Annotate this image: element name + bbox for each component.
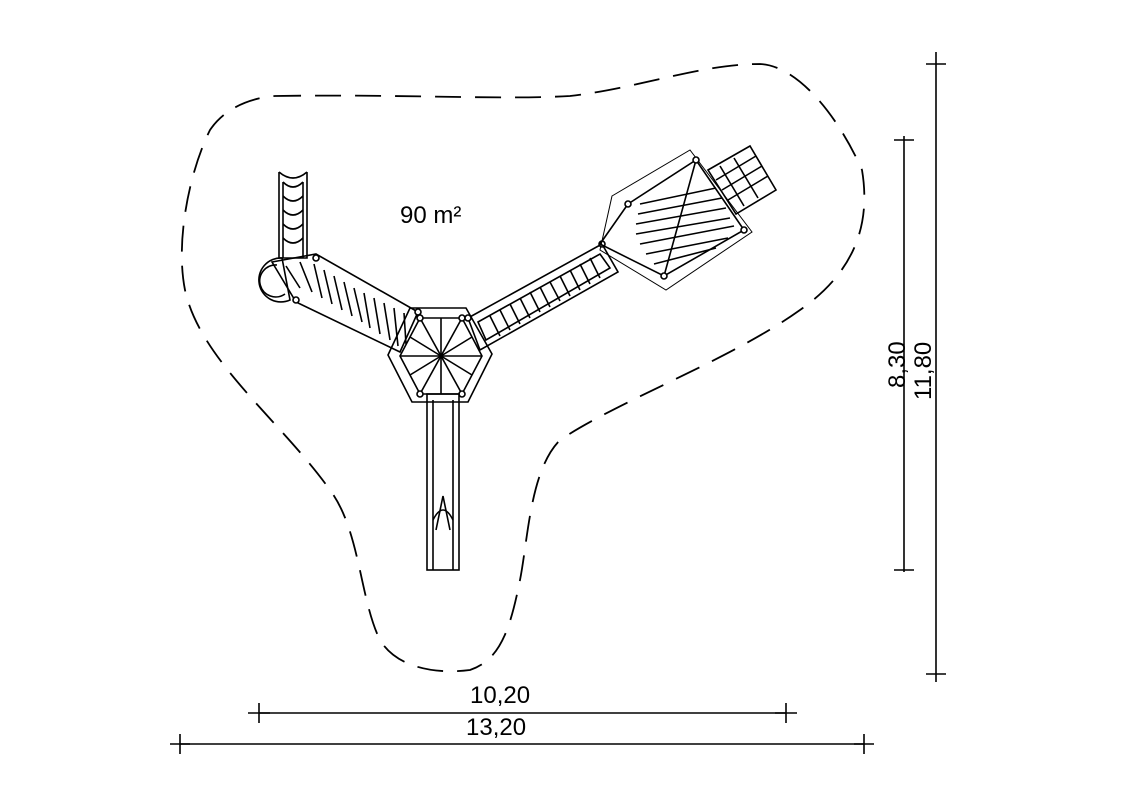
inner-height-label: 8,30 — [884, 341, 911, 388]
outer-width-label: 13,20 — [466, 714, 527, 741]
dimension-line-inner-height — [894, 136, 914, 572]
safety-zone-boundary — [180, 63, 866, 673]
outer-height-label: 11,80 — [910, 341, 937, 400]
right-stairs — [706, 144, 778, 216]
right-bridge — [464, 240, 620, 352]
left-bridge — [270, 253, 422, 354]
dimension-line-outer-height — [926, 52, 946, 682]
area-label: 90 m² — [400, 202, 462, 229]
inner-width-label: 10,20 — [470, 682, 531, 709]
dimension-line-inner-width — [248, 703, 797, 723]
dimension-line-outer-width — [170, 734, 874, 754]
left-slide — [278, 171, 308, 259]
central-hex-platform — [387, 307, 493, 403]
right-deck-platform — [598, 149, 753, 291]
front-slide — [426, 393, 460, 571]
